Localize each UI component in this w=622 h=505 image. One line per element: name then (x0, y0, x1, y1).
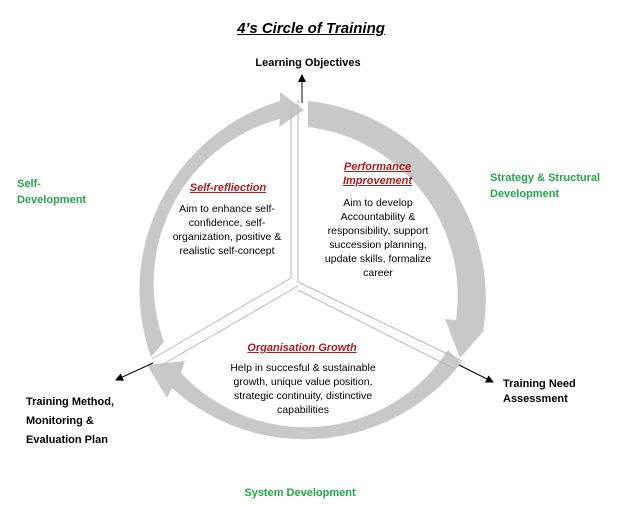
label-self-development: Self-Development (17, 178, 87, 206)
section-performance-body: Aim to develop Accountability & responsi… (324, 197, 432, 279)
arrow-to-training-method (115, 362, 154, 381)
section-performance-title: Performance Improvement (342, 161, 413, 187)
label-training-method: Training Method, Monitoring & Evaluation… (26, 396, 114, 446)
section-org-title: Organisation Growth (247, 342, 357, 354)
arrow-bottom (147, 350, 461, 440)
arrow-left (139, 92, 304, 357)
section-org-body: Help in succesful & sustainable growth, … (230, 362, 376, 416)
label-strategy-structural-development: Strategy & Structural Development (490, 172, 601, 200)
diagram-title: 4’s Circle of Training (237, 20, 385, 37)
arrow-to-training-need (458, 364, 494, 383)
label-learning-objectives: Learning Objectives (255, 57, 361, 69)
label-system-development: System Development (244, 487, 356, 499)
section-self-body: Aim to enhance self-confidence, self-org… (172, 203, 282, 257)
arrow-top-right (308, 101, 489, 358)
divider-lines (151, 100, 463, 370)
label-training-need-assessment: Training Need Assessment (503, 378, 576, 405)
section-self-title: Self-refliection (189, 182, 267, 194)
